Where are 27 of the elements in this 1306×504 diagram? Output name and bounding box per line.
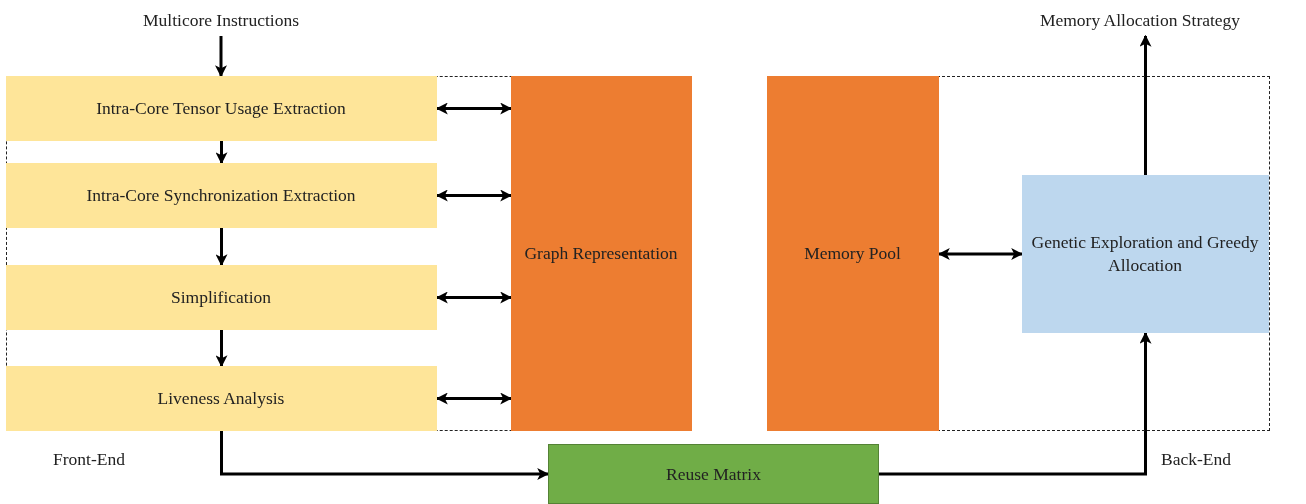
arrow (220, 431, 550, 480)
io-label: Memory Allocation Strategy (1038, 8, 1242, 32)
process-block (1021, 174, 1269, 333)
process-box (5, 264, 437, 330)
box-label: Simplification (169, 285, 273, 309)
box-label: Intra-Core Synchronization Extraction (85, 183, 357, 207)
process-block (510, 75, 692, 431)
arrow (215, 330, 228, 368)
process-box (5, 75, 437, 141)
box-label: Genetic Exploration and Greedy Allocation (1030, 230, 1260, 277)
process-box (5, 162, 437, 228)
process-box (5, 365, 437, 431)
box-label: Intra-Core Tensor Usage Extraction (95, 96, 347, 120)
group-label: Back-End (1161, 448, 1231, 471)
box-label: Liveness Analysis (156, 386, 286, 410)
arrow (215, 228, 228, 267)
process-block (548, 444, 879, 504)
box-label: Graph Representation (523, 241, 679, 265)
io-label: Multicore Instructions (142, 8, 300, 32)
arrow (215, 36, 227, 78)
arrow (215, 141, 228, 165)
arrow (1139, 34, 1152, 175)
process-block (766, 75, 939, 431)
box-label: Reuse Matrix (665, 462, 762, 486)
box-label: Memory Pool (803, 241, 902, 265)
group-label: Front-End (53, 448, 125, 471)
arrow (879, 331, 1152, 476)
